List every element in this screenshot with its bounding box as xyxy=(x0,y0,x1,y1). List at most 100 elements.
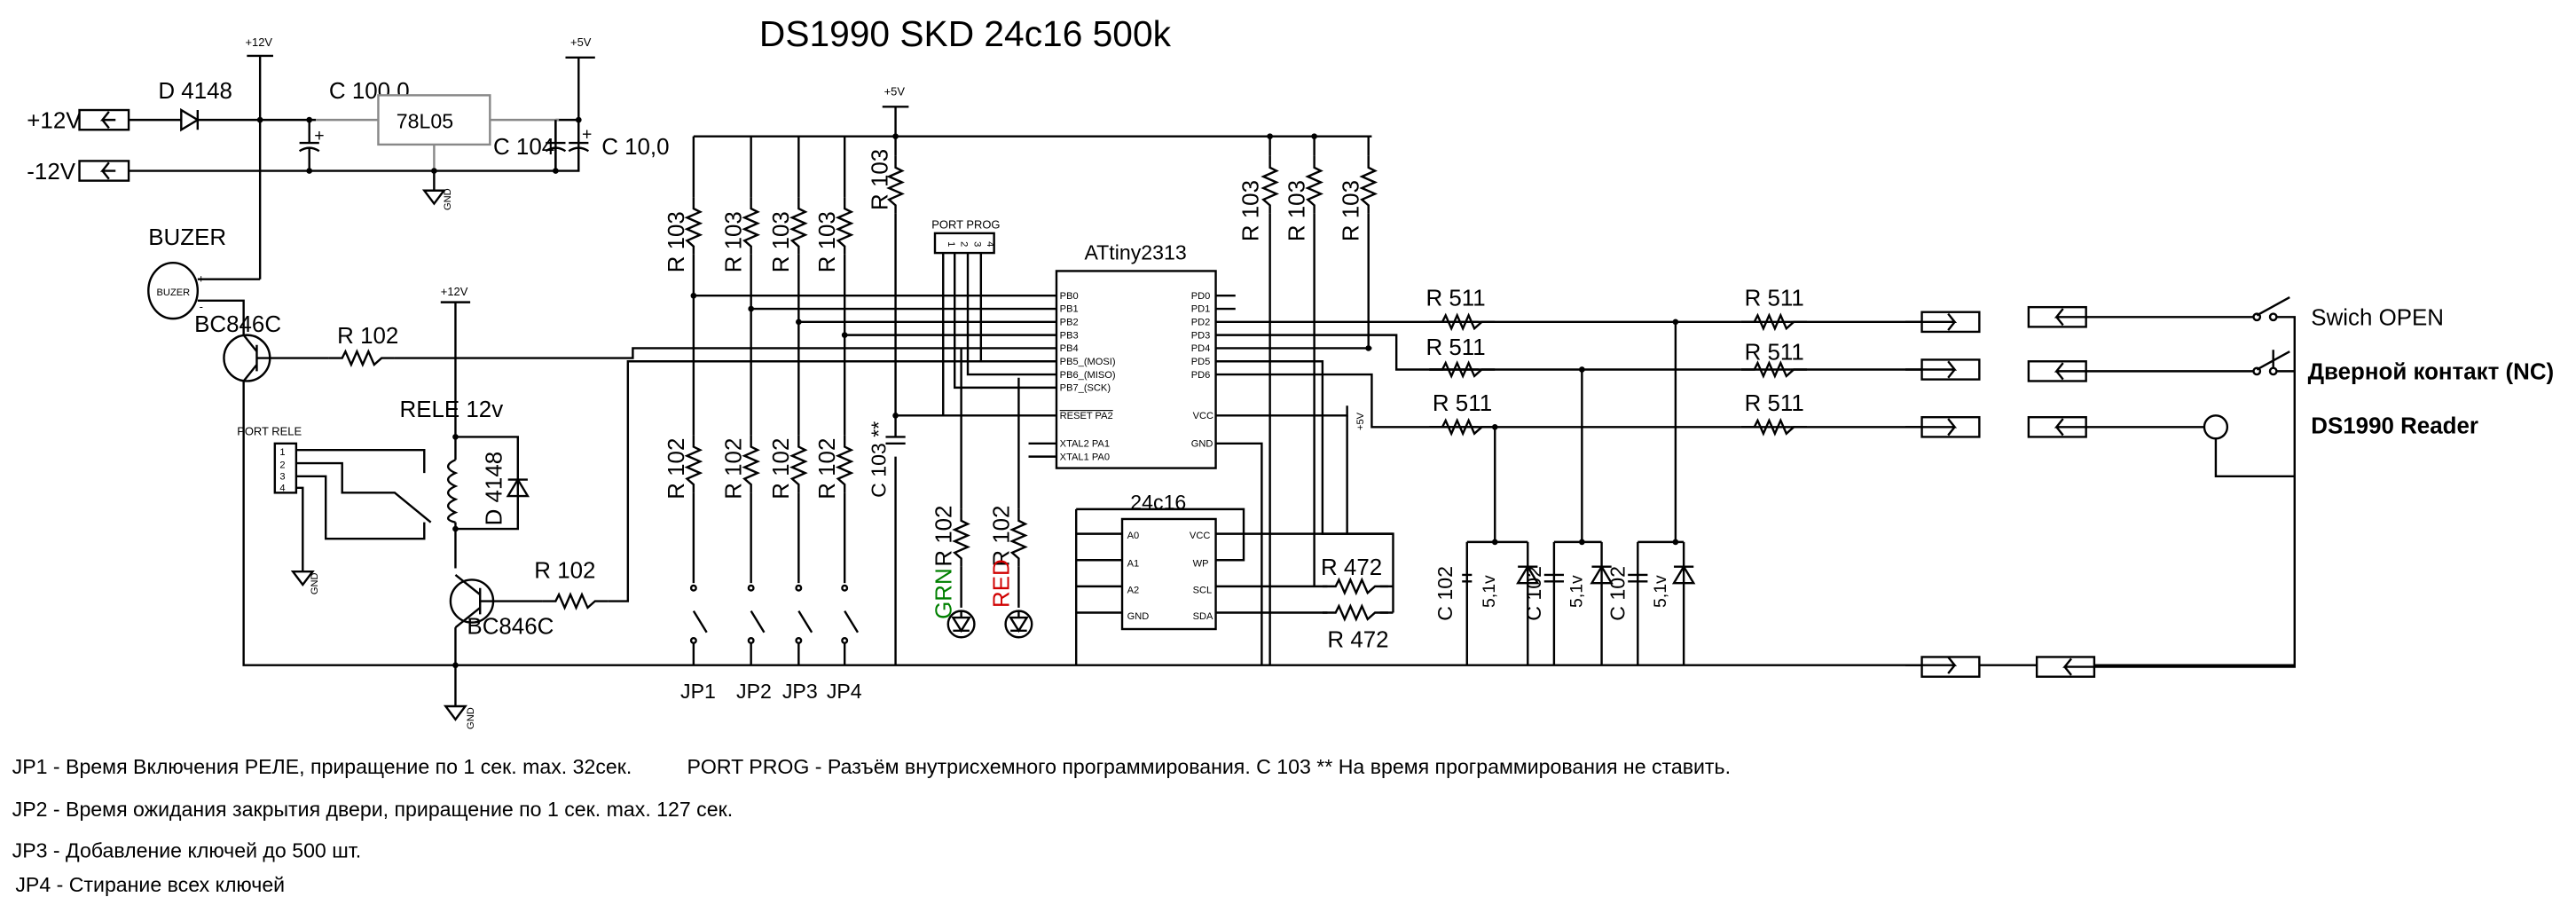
mcu-name: ATtiny2313 xyxy=(1084,240,1186,264)
resistor-pullup-pd xyxy=(1261,155,1280,214)
regulator-78l05 xyxy=(377,94,491,146)
buzzer-label: BUZER xyxy=(148,225,226,250)
protect-cap-label: C 102 xyxy=(1433,566,1457,621)
regulator-label: 78L05 xyxy=(397,109,453,132)
mcu-pin: PD5 xyxy=(1191,357,1211,367)
pd-pullup-label: R 103 xyxy=(1239,180,1264,241)
pulldown-label: R 102 xyxy=(815,438,840,500)
cap-100uF: + xyxy=(298,120,325,171)
relay-coil xyxy=(446,459,459,523)
mcu-pin: PD6 xyxy=(1191,370,1211,381)
port-rele-pin: 1 xyxy=(279,447,285,458)
resistor-reset xyxy=(886,155,905,214)
eeprom-pin: A0 xyxy=(1127,531,1140,541)
mcu-pin: PD0 xyxy=(1191,291,1211,302)
cap-104 xyxy=(545,120,567,171)
buzzer-icon xyxy=(147,261,200,320)
mcu-pin: XTAL1 PA0 xyxy=(1060,452,1110,462)
pd-pullup-label: R 103 xyxy=(1339,180,1364,241)
connector-in-gnd[interactable] xyxy=(2035,656,2096,678)
c103-label: C 103 ** xyxy=(867,421,890,498)
port-prog-pin: 3 xyxy=(971,241,982,247)
mcu-pin: XTAL2 PA1 xyxy=(1060,439,1110,450)
eeprom-pin: SDA xyxy=(1193,611,1213,622)
port-prog-connector[interactable] xyxy=(933,232,995,255)
port-rele-pin: 2 xyxy=(279,460,285,471)
external-label-reader: DS1990 Reader xyxy=(2311,414,2478,439)
output-section: R 511 R 511 R 511 R 511 R 511 R 511 C 10… xyxy=(1425,286,2554,678)
protection-3 xyxy=(1628,564,1696,585)
cap-10-label: C 10,0 xyxy=(601,135,669,160)
external-label-switch-open: Swich OPEN xyxy=(2311,306,2444,331)
svg-text:+: + xyxy=(582,124,592,144)
ground-symbol: GND xyxy=(421,170,453,210)
cap-c103 xyxy=(885,436,906,445)
resistor-buzzer xyxy=(328,349,395,367)
reset-prog-section: R 103 C 103 ** PORT PROG 1 2 3 4 R 102 R… xyxy=(867,136,1056,665)
protection-1 xyxy=(1462,564,1540,585)
port-prog-pin: 2 xyxy=(959,241,970,247)
connector-out-2[interactable] xyxy=(1905,358,1981,381)
resistor-relay xyxy=(542,592,609,610)
resistor-r472-sda xyxy=(1322,603,1388,622)
led-red-resistor-label: R 102 xyxy=(989,506,1014,567)
resistor-pullup-jp2 xyxy=(742,197,761,255)
buzzer-inner-label: BUZER xyxy=(157,287,191,298)
cap-10uF: + xyxy=(568,120,592,171)
r511-label: R 511 xyxy=(1745,286,1804,311)
eeprom-pin: A2 xyxy=(1127,585,1140,595)
connector-out-gnd[interactable] xyxy=(1905,656,1981,678)
jumper-switch-jp4[interactable] xyxy=(841,584,860,665)
mcu-pin: PB5_(MOSI) xyxy=(1060,357,1116,367)
port-prog-label: PORT PROG xyxy=(931,217,1000,231)
schematic-title: DS1990 SKD 24c16 500k xyxy=(759,13,1172,54)
connector-minus12 xyxy=(78,160,130,182)
connector-in-3[interactable] xyxy=(2027,415,2087,438)
mcu-attiny2313: ATtiny2313 PB0 PB1 PB2 PB3 PB4 PB5_(MOSI… xyxy=(1028,133,1430,665)
relay-section: +12V RELE 12v D 4148 PORT RELE 1 2 3 4 G… xyxy=(237,285,1056,729)
switch-open xyxy=(2252,296,2290,322)
connector-in-2[interactable] xyxy=(2027,360,2087,382)
relay-transistor-label: BC846C xyxy=(467,615,554,640)
mcu-pin: RESET PA2 xyxy=(1060,411,1113,421)
relay-diode-label: D 4148 xyxy=(482,452,507,526)
protect-zener-label: 5,1v xyxy=(1480,575,1499,608)
mcu-pin: PD1 xyxy=(1191,304,1211,315)
port-prog-pin: 1 xyxy=(946,241,956,247)
note-jp3: JP3 - Добавление ключей до 500 шт. xyxy=(12,838,362,862)
eeprom-pin: SCL xyxy=(1193,585,1213,595)
protect-zener-label: 5,1v xyxy=(1567,575,1586,608)
jumper-section: +5V R 103 R 103 R 103 R 103 R 102 R 102 … xyxy=(664,84,1372,703)
pulldown-label: R 102 xyxy=(664,438,689,500)
mcu-pin: PB4 xyxy=(1060,343,1079,354)
resistor-pullup-pd xyxy=(1305,155,1324,214)
buzzer-minus: - xyxy=(200,300,203,313)
port-rele-connector[interactable] xyxy=(273,442,298,494)
gnd-label: GND xyxy=(310,572,320,594)
jumper-switch-jp3[interactable] xyxy=(795,584,813,665)
power-section: +12V -12V D 4148 C 100,0 + 78L05 GND + C… xyxy=(27,35,670,279)
cap-104-label: C 104 xyxy=(493,135,554,160)
jumper-switch-jp1[interactable] xyxy=(689,584,708,665)
door-contact-nc xyxy=(2252,350,2290,376)
connector-out-1[interactable] xyxy=(1905,311,1981,334)
mcu-pin: PB7_(SCK) xyxy=(1060,383,1111,394)
buzzer-transistor-label: BC846C xyxy=(194,312,281,337)
jumper-label: JP4 xyxy=(827,680,862,703)
led-red-icon xyxy=(1004,610,1033,639)
led-red-label: RED xyxy=(989,559,1014,608)
note-port-prog: PORT PROG - Разъём внутрисхемного програ… xyxy=(687,755,1731,778)
port-prog-pin: 4 xyxy=(985,241,995,247)
note-jp1: JP1 - Время Включения РЕЛЕ, приращение п… xyxy=(12,755,632,778)
port-rele-pin: 4 xyxy=(279,484,285,494)
r511-label: R 511 xyxy=(1745,340,1804,365)
connector-out-3[interactable] xyxy=(1905,415,1981,438)
led-green-resistor-label: R 102 xyxy=(932,506,957,567)
connector-plus12 xyxy=(78,108,130,131)
buzzer-resistor-label: R 102 xyxy=(337,324,398,349)
jumper-switch-jp2[interactable] xyxy=(747,584,766,665)
ds1990-reader-icon xyxy=(2203,414,2229,440)
mcu-pin: PB1 xyxy=(1060,304,1079,315)
mcu-vcc-tag: +5V xyxy=(1355,412,1366,430)
connector-in-1[interactable] xyxy=(2027,305,2087,328)
